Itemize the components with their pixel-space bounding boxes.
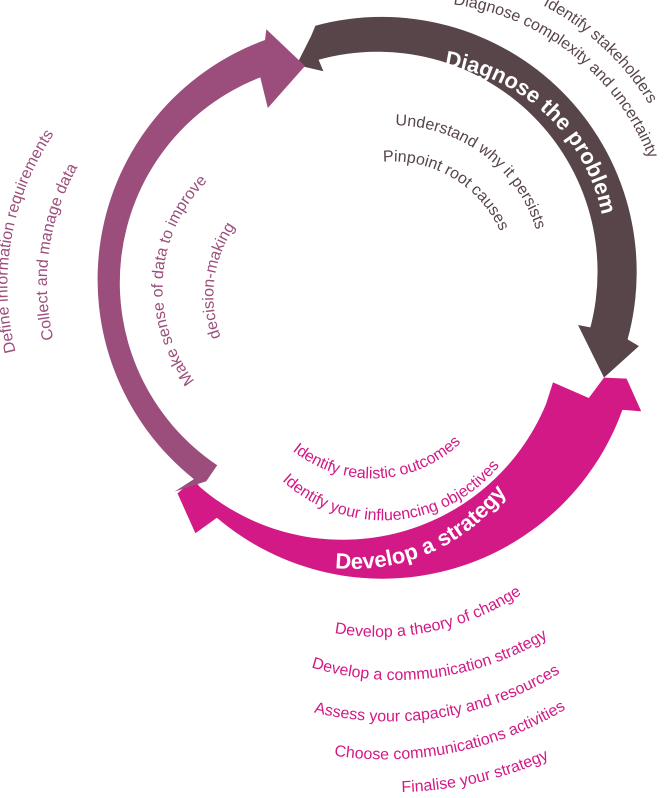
monitoring-arrow: [97, 29, 305, 492]
monitoring-inner-item-text: decision-making: [200, 220, 238, 342]
diagnose-inner-item-text: Understand why it persists: [395, 112, 549, 231]
monitoring-inner-item: Make sense of data to improve: [150, 172, 211, 389]
diagnose-inner-item: Understand why it persists: [395, 112, 549, 231]
strategy-outer-item-text: Develop a theory of change: [334, 583, 524, 641]
strategy-inner-item: Identify realistic outcomes: [290, 433, 464, 483]
strategy-arrow: [177, 377, 642, 579]
monitoring-inner-item: decision-making: [200, 220, 238, 342]
strategy-outer-item: Develop a theory of change: [334, 583, 524, 641]
strategy-inner-item-text: Identify realistic outcomes: [290, 433, 464, 483]
monitoring-inner-item-text: Make sense of data to improve: [150, 172, 211, 389]
diagnose-arrow: [296, 16, 639, 378]
